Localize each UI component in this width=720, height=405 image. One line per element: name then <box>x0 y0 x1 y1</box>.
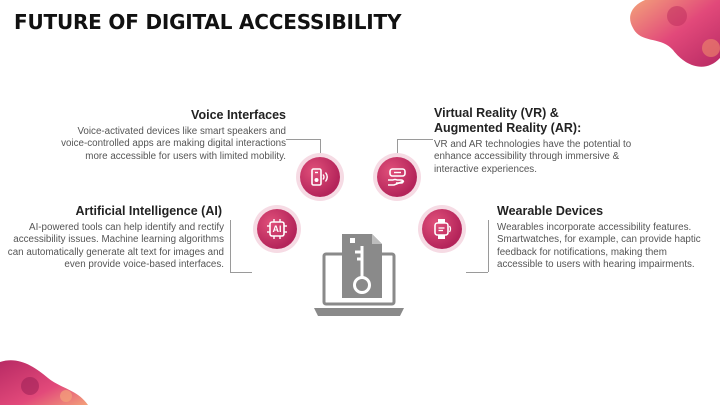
laptop-document-key-icon <box>314 234 404 316</box>
ai-chip-icon: AI <box>266 218 288 240</box>
vr-hand-icon <box>388 168 406 186</box>
vr-ar-heading-line1: Virtual Reality (VR) & <box>434 106 559 120</box>
smartwatch-icon <box>434 219 452 239</box>
voice-interfaces-body: Voice-activated devices like smart speak… <box>61 126 286 162</box>
bottom-left-decorative-blob <box>0 360 88 405</box>
ai-body: AI-powered tools can help identify and r… <box>7 222 224 271</box>
voice-icon-circle <box>300 157 340 197</box>
connector-vr-vertical <box>397 139 398 157</box>
ai-heading: Artificial Intelligence (AI) <box>75 204 222 218</box>
wearable-icon-circle <box>422 209 462 249</box>
vr-ar-heading-line2: Augmented Reality (AR): <box>434 121 582 135</box>
ai-icon-circle: AI <box>257 209 297 249</box>
vr-ar-icon-circle <box>377 157 417 197</box>
connector-vr-horizontal <box>397 139 433 140</box>
wearable-body: Wearables incorporate accessibility feat… <box>497 222 701 271</box>
connector-wearable-horizontal <box>466 272 488 273</box>
connector-voice-vertical <box>320 139 321 157</box>
page-title: FUTURE OF DIGITAL ACCESSIBILITY <box>14 10 402 34</box>
speaker-device-icon <box>311 168 328 186</box>
connector-wearable-vertical <box>488 220 489 272</box>
connector-voice-horizontal <box>286 139 320 140</box>
vr-ar-body: VR and AR technologies have the potentia… <box>434 139 632 175</box>
connector-ai-vertical <box>230 220 231 272</box>
wearable-heading: Wearable Devices <box>497 204 604 218</box>
connector-ai-horizontal <box>230 272 252 273</box>
top-right-decorative-blob <box>630 0 720 67</box>
ai-icon-label: AI <box>272 224 282 234</box>
voice-interfaces-heading: Voice Interfaces <box>191 108 286 122</box>
